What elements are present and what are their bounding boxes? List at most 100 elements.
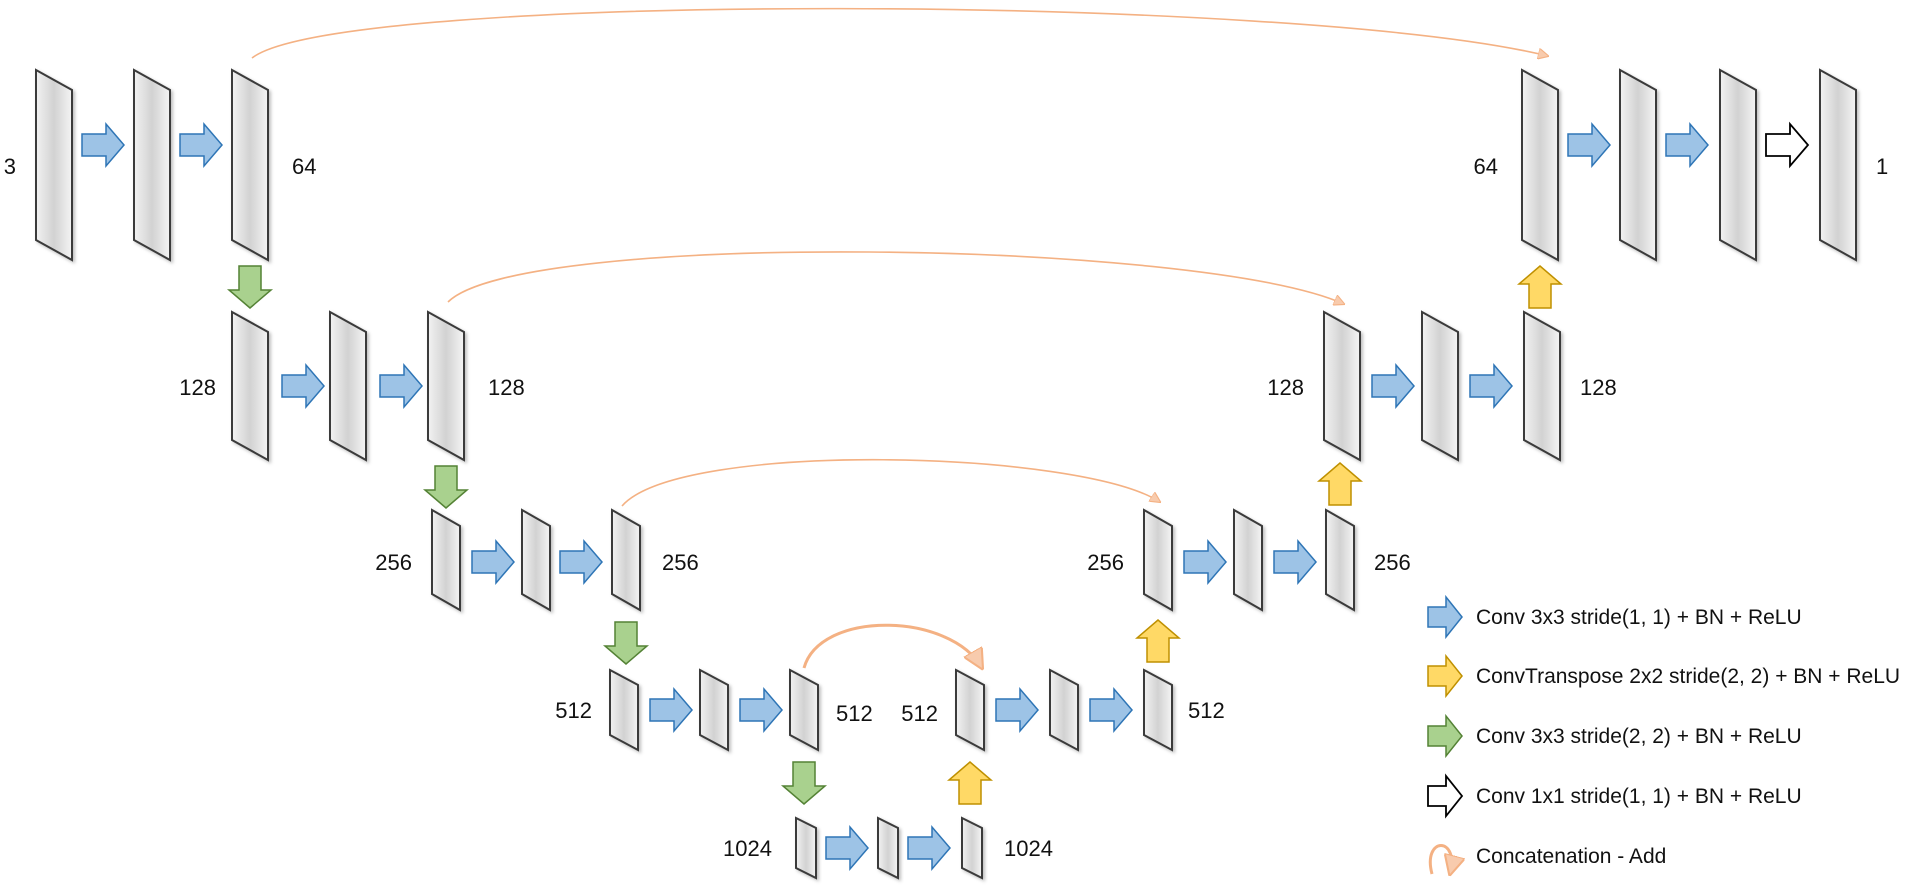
conv3x3-arrow-shape <box>739 686 783 734</box>
downsample-arrow <box>602 621 650 665</box>
conv3x3-arrow <box>81 121 125 169</box>
skip-connection-level4 <box>802 623 982 668</box>
conv3x3-arrow-shape <box>179 121 223 169</box>
fmap-dec1-b <box>1619 68 1657 262</box>
conv3x3-arrow-shape <box>1371 362 1415 410</box>
conv3x3-arrow <box>739 686 783 734</box>
channel-label-dec4-out: 512 <box>1188 698 1225 723</box>
conv3x3-arrow-shape <box>1665 121 1709 169</box>
upsample-arrow <box>1316 462 1364 506</box>
legend-label-convtranspose: ConvTranspose 2x2 stride(2, 2) + BN + Re… <box>1476 665 1900 688</box>
conv3x3-arrow <box>379 362 423 410</box>
legend: Conv 3x3 stride(1, 1) + BN + ReLU ConvTr… <box>1427 594 1900 875</box>
upsample-arrow <box>946 761 994 805</box>
downsample-arrow-shape <box>602 621 650 665</box>
channel-label-bottleneck-out: 1024 <box>1004 836 1053 861</box>
fmap-dec4-a <box>955 668 985 752</box>
upsample-arrow-shape <box>1316 462 1364 506</box>
fmap-enc3-b <box>521 508 551 612</box>
fmap-enc4-b <box>699 668 729 752</box>
conv3x3-arrow-shape <box>559 538 603 586</box>
upsample-arrow <box>1516 265 1564 309</box>
channel-label-dec2-in: 128 <box>1267 375 1304 400</box>
channel-label-enc2-out: 128 <box>488 375 525 400</box>
fmap-dec3-b <box>1233 508 1263 612</box>
upsample-arrow-shape <box>1516 265 1564 309</box>
fmap-enc1-a <box>35 68 73 262</box>
legend-item-convtranspose: ConvTranspose 2x2 stride(2, 2) + BN + Re… <box>1427 653 1900 699</box>
skip-connections <box>251 7 1548 668</box>
conv3x3-arrow <box>1665 121 1709 169</box>
channel-label-dec3-out: 256 <box>1374 550 1411 575</box>
downsample-arrow-shape <box>422 465 470 509</box>
legend-item-conv: Conv 3x3 stride(1, 1) + BN + ReLU <box>1427 594 1802 640</box>
legend-item-downsample: Conv 3x3 stride(2, 2) + BN + ReLU <box>1427 713 1802 759</box>
conv3x3-arrow <box>471 538 515 586</box>
channel-label-bottleneck-in: 1024 <box>723 836 772 861</box>
channel-label-dec3-in: 256 <box>1087 550 1124 575</box>
conv3x3-arrow-shape <box>1469 362 1513 410</box>
conv3x3-arrow-shape <box>649 686 693 734</box>
fmap-enc3-a <box>431 508 461 612</box>
blue-right-arrow-icon <box>1427 594 1463 640</box>
conv3x3-arrow <box>281 362 325 410</box>
fmap-dec3-c <box>1325 508 1355 612</box>
orange-curved-arrow-icon <box>1428 844 1451 875</box>
channel-label-dec2-out: 128 <box>1580 375 1617 400</box>
fmap-enc1-c <box>231 68 269 262</box>
conv3x3-arrow-shape <box>1273 538 1317 586</box>
fmap-enc3-c <box>611 508 641 612</box>
fmap-bottleneck-c <box>961 816 983 880</box>
fmap-dec1-c <box>1719 68 1757 262</box>
conv3x3-arrow-shape <box>1089 686 1133 734</box>
fmap-enc2-c <box>427 310 465 462</box>
fmap-enc4-a <box>609 668 639 752</box>
conv3x3-arrow <box>1371 362 1415 410</box>
conv3x3-arrow-shape <box>825 824 869 872</box>
channel-label-dec1-in: 64 <box>1474 154 1498 179</box>
channel-label-dec1-out: 1 <box>1876 154 1888 179</box>
conv3x3-arrow <box>1183 538 1227 586</box>
downsample-arrow-shape <box>780 761 828 805</box>
white-right-arrow-icon <box>1427 773 1464 819</box>
green-down-arrow-icon <box>1427 713 1463 759</box>
conv3x3-arrow <box>1469 362 1513 410</box>
conv3x3-arrow <box>825 824 869 872</box>
downsample-arrow <box>422 465 470 509</box>
legend-item-skip: Concatenation - Add <box>1428 844 1666 875</box>
channel-label-enc4-in: 512 <box>555 698 592 723</box>
fmap-dec1-d <box>1819 68 1857 262</box>
legend-label-conv: Conv 3x3 stride(1, 1) + BN + ReLU <box>1476 606 1802 629</box>
conv1x1-arrow-shape <box>1765 121 1810 169</box>
yellow-up-arrow-icon <box>1427 653 1463 699</box>
downsample-arrow-shape <box>226 265 274 309</box>
feature-maps <box>35 68 1857 880</box>
conv3x3-arrow-shape <box>995 686 1039 734</box>
channel-labels: 3 64 128 128 256 256 512 512 1024 1024 5… <box>4 154 1889 861</box>
fmap-enc1-b <box>133 68 171 262</box>
downsample-arrow <box>780 761 828 805</box>
conv3x3-arrow <box>179 121 223 169</box>
fmap-dec2-b <box>1421 310 1459 462</box>
conv3x3-arrow <box>649 686 693 734</box>
skip-connection-level3 <box>621 458 1160 507</box>
conv3x3-arrow-shape <box>281 362 325 410</box>
channel-label-enc1-in: 3 <box>4 154 16 179</box>
fmap-dec2-a <box>1323 310 1361 462</box>
legend-item-conv1x1: Conv 1x1 stride(1, 1) + BN + ReLU <box>1427 773 1802 819</box>
conv3x3-arrow-shape <box>1183 538 1227 586</box>
legend-label-downsample: Conv 3x3 stride(2, 2) + BN + ReLU <box>1476 725 1802 748</box>
conv3x3-arrow <box>1273 538 1317 586</box>
fmap-dec3-a <box>1143 508 1173 612</box>
legend-label-conv1x1: Conv 1x1 stride(1, 1) + BN + ReLU <box>1476 785 1802 808</box>
channel-label-enc3-in: 256 <box>375 550 412 575</box>
operation-arrows <box>81 121 1810 872</box>
conv3x3-arrow <box>1089 686 1133 734</box>
downsample-arrow <box>226 265 274 309</box>
fmap-dec2-c <box>1523 310 1561 462</box>
channel-label-enc1-out: 64 <box>292 154 316 179</box>
channel-label-dec4-in: 512 <box>901 701 938 726</box>
upsample-arrow-shape <box>946 761 994 805</box>
conv3x3-arrow <box>559 538 603 586</box>
